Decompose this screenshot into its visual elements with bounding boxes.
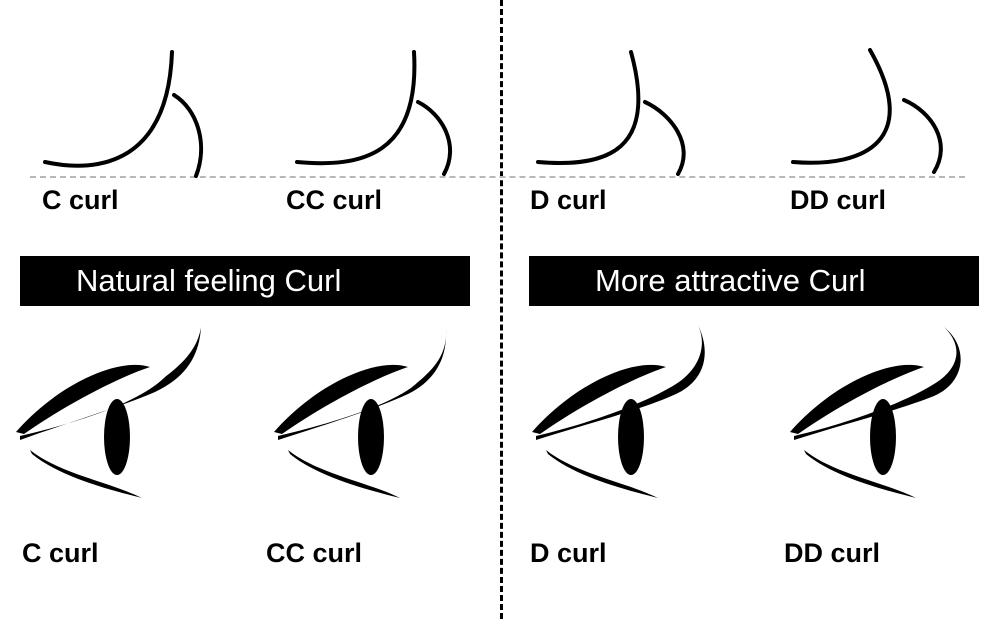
banner-natural-curl: Natural feeling Curl (20, 256, 470, 306)
cc-curl-lash-icon (292, 50, 467, 180)
c-curl-eye-icon (10, 322, 210, 507)
dd-curl-lash-icon (788, 48, 963, 178)
cc-curl-eye-icon (268, 322, 468, 507)
dd-curl-eye-icon (784, 322, 984, 507)
top-label-c-curl: C curl (42, 187, 119, 214)
banner-attractive-curl: More attractive Curl (529, 256, 979, 306)
bottom-label-c-curl: C curl (22, 540, 99, 567)
top-label-dd-curl: DD curl (790, 187, 886, 214)
top-label-d-curl: D curl (530, 187, 607, 214)
vertical-divider (500, 0, 503, 619)
bottom-label-cc-curl: CC curl (266, 540, 362, 567)
top-label-cc-curl: CC curl (286, 187, 382, 214)
bottom-label-dd-curl: DD curl (784, 540, 880, 567)
bottom-label-d-curl: D curl (530, 540, 607, 567)
c-curl-lash-icon (40, 50, 215, 180)
d-curl-lash-icon (533, 50, 708, 180)
d-curl-eye-icon (526, 322, 726, 507)
